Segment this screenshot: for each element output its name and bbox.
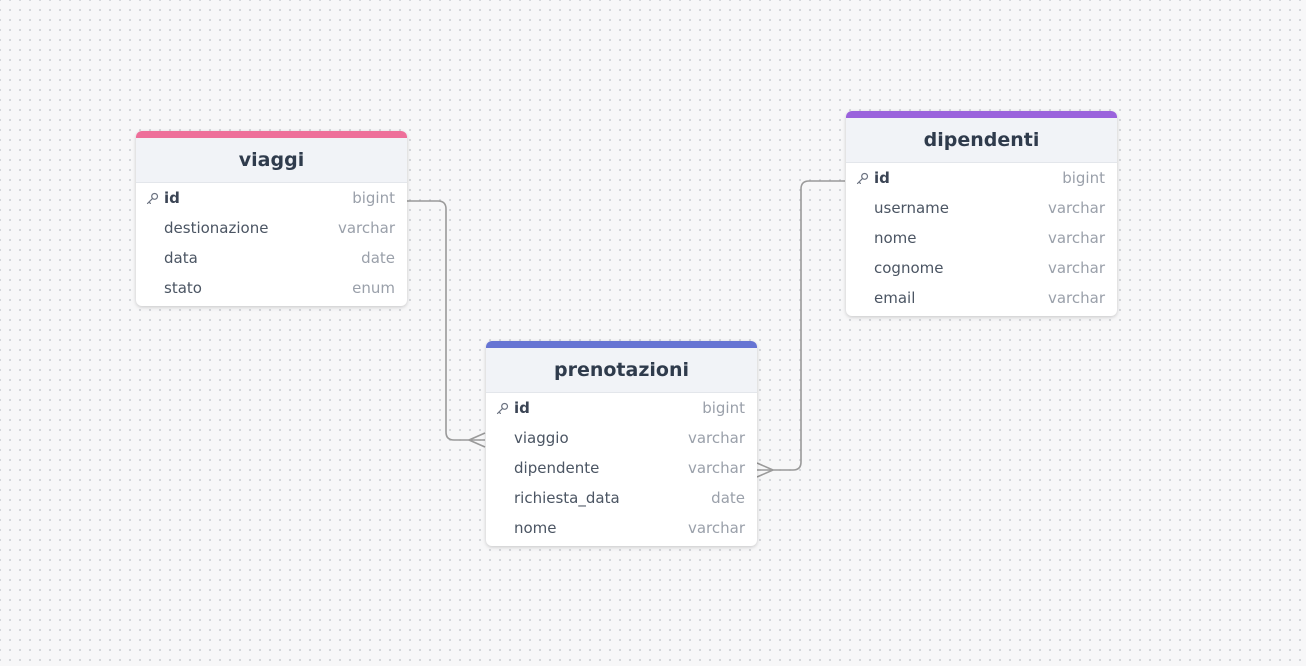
column-row-nome[interactable]: nome varchar bbox=[486, 513, 757, 543]
crowfoot-icon bbox=[756, 462, 774, 478]
table-viaggi[interactable]: viaggi id bigint destionazione varchar d… bbox=[136, 131, 407, 306]
column-type: varchar bbox=[337, 219, 395, 237]
table-title[interactable]: prenotazioni bbox=[486, 348, 757, 393]
column-name: cognome bbox=[874, 259, 944, 277]
column-name: stato bbox=[164, 279, 202, 297]
column-name: email bbox=[874, 289, 916, 307]
column-name: dipendente bbox=[514, 459, 600, 477]
column-type: varchar bbox=[1047, 199, 1105, 217]
table-title[interactable]: dipendenti bbox=[846, 118, 1117, 163]
relation-dipendenti-prenotazioni[interactable] bbox=[756, 180, 845, 478]
column-row-stato[interactable]: stato enum bbox=[136, 273, 407, 303]
table-accent-bar bbox=[136, 131, 407, 138]
column-type: varchar bbox=[1047, 259, 1105, 277]
column-type: date bbox=[361, 249, 395, 267]
column-type: varchar bbox=[1047, 229, 1105, 247]
column-name: viaggio bbox=[514, 429, 569, 447]
column-row-dipendente[interactable]: dipendente varchar bbox=[486, 453, 757, 483]
key-icon bbox=[496, 402, 509, 415]
column-row-richiesta-data[interactable]: richiesta_data date bbox=[486, 483, 757, 513]
crowfoot-icon bbox=[468, 432, 486, 448]
column-name: id bbox=[514, 399, 530, 417]
column-row-nome[interactable]: nome varchar bbox=[846, 223, 1117, 253]
column-row-id[interactable]: id bigint bbox=[486, 393, 757, 423]
column-type: bigint bbox=[352, 189, 395, 207]
column-name: data bbox=[164, 249, 198, 267]
column-type: bigint bbox=[1062, 169, 1105, 187]
column-row-id[interactable]: id bigint bbox=[136, 183, 407, 213]
key-icon bbox=[856, 172, 869, 185]
column-row-id[interactable]: id bigint bbox=[846, 163, 1117, 193]
table-accent-bar bbox=[846, 111, 1117, 118]
column-name: id bbox=[164, 189, 180, 207]
column-type: date bbox=[711, 489, 745, 507]
column-row-data[interactable]: data date bbox=[136, 243, 407, 273]
column-name: nome bbox=[874, 229, 917, 247]
table-title[interactable]: viaggi bbox=[136, 138, 407, 183]
column-name: nome bbox=[514, 519, 557, 537]
column-row-cognome[interactable]: cognome varchar bbox=[846, 253, 1117, 283]
column-type: enum bbox=[352, 279, 395, 297]
relation-line[interactable] bbox=[757, 180, 845, 471]
table-prenotazioni[interactable]: prenotazioni id bigint viaggio varchar d… bbox=[486, 341, 757, 546]
column-name: richiesta_data bbox=[514, 489, 620, 507]
column-name: id bbox=[874, 169, 890, 187]
relation-viaggi-prenotazioni[interactable] bbox=[407, 200, 486, 448]
column-type: varchar bbox=[687, 429, 745, 447]
column-row-username[interactable]: username varchar bbox=[846, 193, 1117, 223]
key-icon bbox=[146, 192, 159, 205]
column-row-viaggio[interactable]: viaggio varchar bbox=[486, 423, 757, 453]
table-accent-bar bbox=[486, 341, 757, 348]
column-type: varchar bbox=[687, 459, 745, 477]
column-name: username bbox=[874, 199, 949, 217]
column-name: destionazione bbox=[164, 219, 269, 237]
column-type: varchar bbox=[1047, 289, 1105, 307]
column-type: bigint bbox=[702, 399, 745, 417]
table-dipendenti[interactable]: dipendenti id bigint username varchar no… bbox=[846, 111, 1117, 316]
column-row-email[interactable]: email varchar bbox=[846, 283, 1117, 313]
column-type: varchar bbox=[687, 519, 745, 537]
column-row-destionazione[interactable]: destionazione varchar bbox=[136, 213, 407, 243]
relation-line[interactable] bbox=[407, 200, 485, 441]
